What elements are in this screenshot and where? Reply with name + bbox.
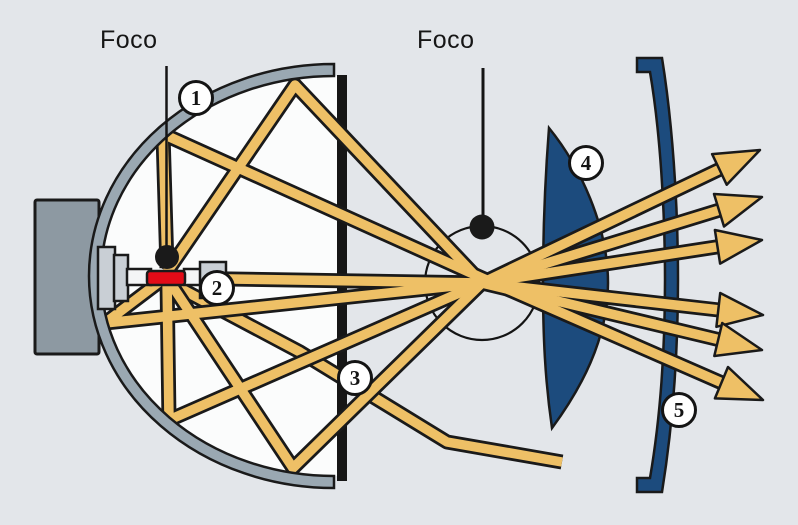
callout-badge-2: 2 [199,270,235,306]
focus-point-1 [155,245,179,269]
bulb-stem-right [182,267,203,287]
bulb-socket-outer [96,245,117,311]
ray-arrowheads [710,148,765,402]
focus-label-right: Foco [417,26,475,54]
reflector-shell [87,62,336,490]
focus-point-2 [469,214,495,240]
light-rays [100,80,724,473]
filament [145,269,187,287]
callout-badge-4: 4 [568,145,604,181]
callout-badge-3: 3 [337,360,373,396]
callout-badge-5: 5 [661,392,697,428]
focus-label-left: Foco [100,26,158,54]
callout-badge-1: 1 [178,80,214,116]
